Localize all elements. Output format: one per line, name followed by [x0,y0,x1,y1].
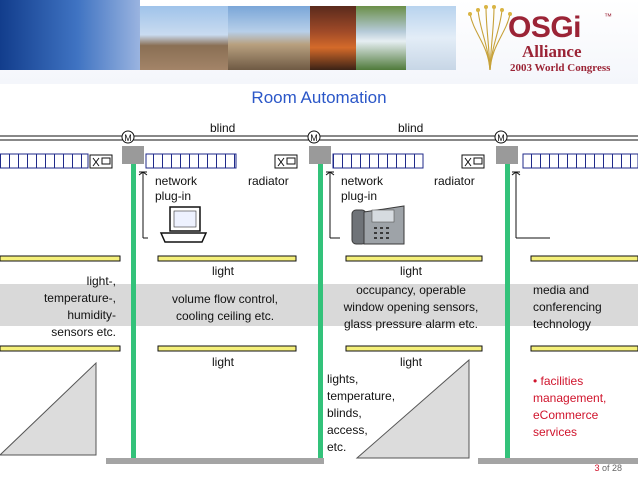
room2-body-line: window opening sensors, [343,300,479,314]
left-sensors: light-, temperature-, humidity- sensors … [4,273,116,341]
logo-congress: 2003 World Congress [510,62,611,74]
room2-body-line: occupancy, operable [356,283,466,297]
floor-slab [106,458,324,464]
logo-alliance: Alliance [522,42,582,61]
page-total: of 28 [601,463,622,473]
ceiling-duct [0,153,89,169]
laptop-icon [159,206,208,243]
radiator-label-1: radiator [248,174,289,188]
thermometer-icon [89,154,113,169]
radiator-label-2: radiator [434,174,475,188]
light-bar [157,345,297,352]
left-sensors-line: light-, [86,274,116,288]
floor-ramp [355,358,470,459]
motor-icon: M [494,130,508,144]
plugin-label-1: plug-in [155,189,192,203]
floor-slab [478,458,638,464]
motor-label-1: M [124,133,132,143]
logo-brand: OSGi [508,11,582,44]
thermometer-icon [274,154,298,169]
light-label-bottom-2: light [400,355,423,369]
osgi-logo-icon [468,5,512,71]
light-bar [530,255,638,262]
bus-column [131,164,136,460]
light-label-bottom-1: light [212,355,235,369]
logo-tm: ™ [604,12,612,21]
room1-body-line: cooling ceiling etc. [175,309,275,323]
bus-column [505,164,510,460]
blind-label-2: blind [398,121,424,135]
right-services-line: • facilities [533,374,584,388]
right-media-line: technology [533,317,592,331]
ceiling-duct [145,153,237,169]
room2-body: occupancy, operable window opening senso… [326,282,496,333]
network-label-1: network [155,174,198,188]
network-label-2: network [341,174,384,188]
right-media: media and conferencing technology [533,282,602,333]
bus-column [318,164,323,460]
room2-lower: lights, temperature, blinds, access, etc… [327,371,395,456]
light-bar [0,255,121,262]
light-label-top-1: light [212,264,235,278]
light-bar [345,255,483,262]
page-number: 3 of 28 [594,463,622,473]
motor-icon: M [121,130,135,144]
ceiling-duct [332,153,424,169]
motor-icon: M [307,130,321,144]
page-title: Room Automation [251,88,387,107]
photo-castle [140,6,228,70]
light-label-top-2: light [400,264,423,278]
banner-blue-strip [0,0,140,70]
room2-lower-line: temperature, [327,389,396,403]
photo-night-city [310,6,356,70]
light-bar [345,345,483,352]
light-bar [530,345,638,352]
motor-label-3: M [497,133,505,143]
right-services-line: eCommerce [533,408,599,422]
right-services: • facilities management, eCommerce servi… [533,373,606,441]
room2-lower-line: etc. [327,440,347,454]
right-media-line: media and [533,283,590,297]
light-bar [157,255,297,262]
floor-ramp [0,361,97,456]
page-current: 3 [594,463,600,473]
left-sensors-line: temperature-, [43,291,116,305]
left-sensors-line: humidity- [67,308,116,322]
left-sensors-line: sensors etc. [51,325,116,339]
light-bar [0,345,121,352]
room2-lower-line: access, [327,423,368,437]
right-media-line: conferencing [533,300,602,314]
thermometer-icon [461,154,485,169]
motor-label-2: M [310,133,318,143]
blind-label-1: blind [210,121,236,135]
ceiling-duct [522,153,638,169]
photo-fountain [356,6,406,70]
room2-body-line: glass pressure alarm etc. [343,317,479,331]
right-services-line: services [533,425,578,439]
right-services-line: management, [533,391,607,405]
room2-lower-line: blinds, [327,406,362,420]
room1-body-line: volume flow control, [171,292,279,306]
photo-cathedral [228,6,310,70]
ip-phone-icon [351,205,405,245]
plugin-label-2: plug-in [341,189,378,203]
room2-lower-line: lights, [327,372,359,386]
room1-body: volume flow control, cooling ceiling etc… [150,291,300,325]
photo-sky [406,6,456,70]
